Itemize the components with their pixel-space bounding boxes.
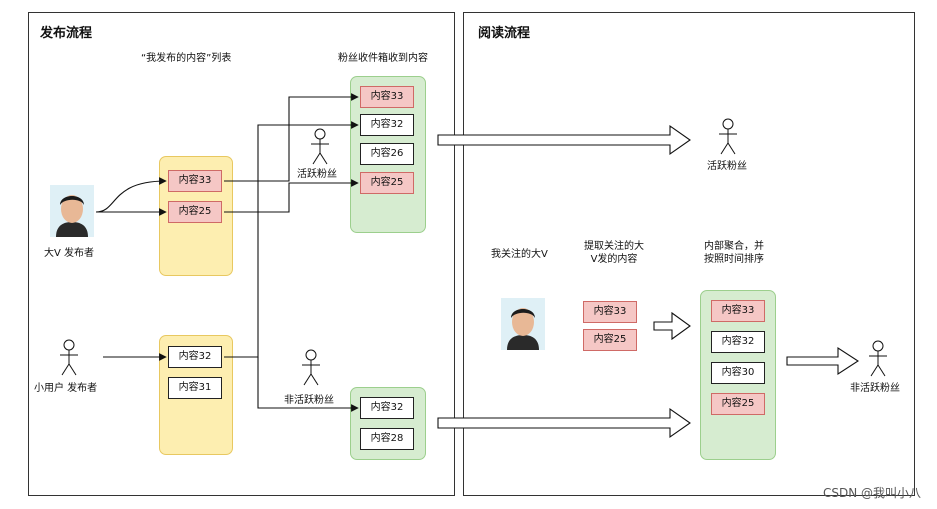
active-fan-figure-left (311, 128, 329, 165)
active-fan-label-left: 活跃粉丝 (297, 169, 337, 180)
published-list-label: “我发布的内容”列表 (141, 53, 232, 64)
active-inbox-item-3: 内容26 (360, 143, 414, 165)
merge-sort-label: 内部聚合，并 按照时间排序 (704, 240, 764, 266)
big-v-item-1: 内容33 (168, 170, 222, 192)
merged-item-4: 内容25 (711, 393, 765, 415)
active-inbox-item-2: 内容32 (360, 114, 414, 136)
big-v-avatar-photo (50, 185, 94, 237)
merged-item-3: 内容30 (711, 362, 765, 384)
publish-panel-title: 发布流程 (40, 26, 93, 41)
merged-item-2: 内容32 (711, 331, 765, 353)
inactive-inbox-item-2: 内容28 (360, 428, 414, 450)
big-v-publisher-label: 大V 发布者 (44, 248, 95, 259)
small-user-publisher-label: 小用户 发布者 (34, 383, 98, 394)
merge-sort-label-line1: 内部聚合，并 (704, 241, 764, 252)
inactive-fan-label-right: 非活跃粉丝 (850, 383, 900, 394)
read-panel-title: 阅读流程 (478, 26, 531, 41)
inactive-inbox-item-1: 内容32 (360, 397, 414, 419)
inactive-fan-label-left: 非活跃粉丝 (284, 395, 334, 406)
fetched-item-2: 内容25 (583, 329, 637, 351)
read-panel (463, 12, 915, 496)
active-fan-label-right: 活跃粉丝 (707, 161, 747, 172)
fetched-item-1: 内容33 (583, 301, 637, 323)
followed-big-v-label: 我关注的大V (491, 249, 548, 260)
active-inbox-item-1: 内容33 (360, 86, 414, 108)
small-user-item-2: 内容31 (168, 377, 222, 399)
active-fan-figure-right (719, 118, 737, 155)
small-user-item-1: 内容32 (168, 346, 222, 368)
fetch-content-label-line2: V发的内容 (590, 254, 638, 265)
watermark: CSDN @我叫小八 (822, 486, 921, 500)
followed-big-v-avatar-photo (501, 298, 545, 350)
big-v-item-2: 内容25 (168, 201, 222, 223)
merged-item-1: 内容33 (711, 300, 765, 322)
merge-sort-label-line2: 按照时间排序 (704, 254, 764, 265)
active-inbox-item-4: 内容25 (360, 172, 414, 194)
inactive-fan-figure-right (869, 340, 887, 377)
small-user-figure (60, 339, 78, 376)
fetch-content-label-line1: 提取关注的大 (584, 241, 644, 252)
inactive-fan-figure-left (302, 349, 320, 386)
fan-inbox-label: 粉丝收件箱收到内容 (338, 53, 428, 64)
fetch-content-label: 提取关注的大 V发的内容 (584, 240, 644, 266)
